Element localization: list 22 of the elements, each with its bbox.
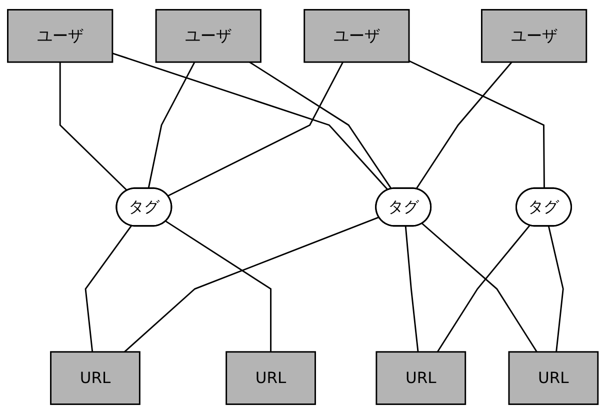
- connector: [249, 61, 392, 190]
- node-box: ユーザ: [7, 9, 114, 63]
- connector: [548, 226, 564, 352]
- connector: [168, 62, 344, 197]
- connector: [166, 220, 272, 352]
- node-box: URL: [50, 351, 141, 405]
- node-box: URL: [226, 351, 316, 405]
- connector: [416, 62, 512, 190]
- connector: [422, 223, 538, 352]
- connector: [437, 224, 530, 352]
- connector: [405, 226, 419, 352]
- node-box: URL: [376, 351, 466, 405]
- connector: [124, 216, 380, 352]
- connector: [408, 60, 546, 189]
- node-box: ユーザ: [156, 9, 262, 63]
- connector: [112, 52, 389, 190]
- node-box: URL: [508, 351, 599, 405]
- connector: [60, 62, 128, 192]
- connector: [148, 62, 196, 189]
- connector: [84, 225, 132, 352]
- node-box: ユーザ: [304, 9, 410, 63]
- node-box: ユーザ: [481, 9, 588, 63]
